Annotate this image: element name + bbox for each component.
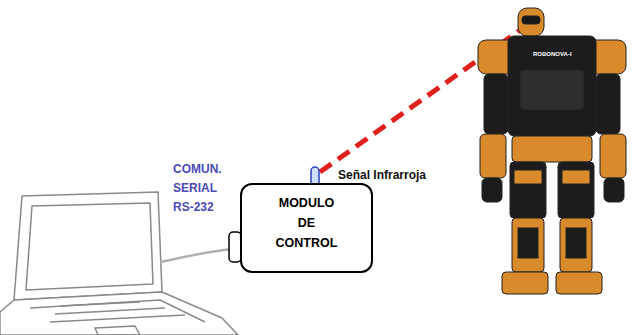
robot-thigh: [510, 162, 546, 218]
robot-head: [518, 8, 544, 36]
link-label: COMUN. SERIAL RS-232: [173, 160, 222, 217]
touchpad: [95, 326, 140, 335]
keyboard-row: [60, 302, 140, 306]
robot-torso: [508, 36, 596, 136]
keyboard-row: [55, 308, 165, 314]
robot-eyes: [522, 16, 540, 24]
robot-foot: [556, 272, 602, 294]
serial-cable: [160, 249, 232, 262]
robot-chest: [520, 70, 584, 110]
robot-thigh: [558, 162, 594, 218]
robot-forearm: [600, 134, 626, 178]
robot-leg-plate: [562, 170, 590, 184]
robot-servo: [566, 228, 586, 258]
robot-drawing: [478, 8, 626, 294]
robot-hand: [604, 178, 624, 202]
infrared-beam: [320, 16, 540, 172]
box-title: MODULO DE CONTROL: [276, 193, 338, 253]
robot-shin: [512, 218, 544, 272]
laptop-base: [0, 292, 238, 335]
robot-hand: [482, 178, 502, 202]
robot-shin: [560, 218, 592, 272]
robot-hips: [512, 136, 592, 162]
keyboard-row: [50, 315, 185, 322]
robot-leg-plate: [514, 170, 542, 184]
robot-foot: [502, 272, 548, 294]
control-module-box: MODULO DE CONTROL: [240, 183, 373, 273]
robot-servo: [518, 228, 538, 258]
robot-model-name: ROBONOVA-I: [533, 50, 572, 58]
laptop-screen: [26, 203, 153, 290]
robot-arm: [484, 74, 508, 134]
robot-arm: [596, 74, 620, 134]
laptop-lid: [14, 192, 162, 300]
signal-label: Señal Infrarroja: [338, 168, 426, 183]
keyboard-edge: [30, 300, 205, 322]
robot-forearm: [480, 134, 506, 178]
